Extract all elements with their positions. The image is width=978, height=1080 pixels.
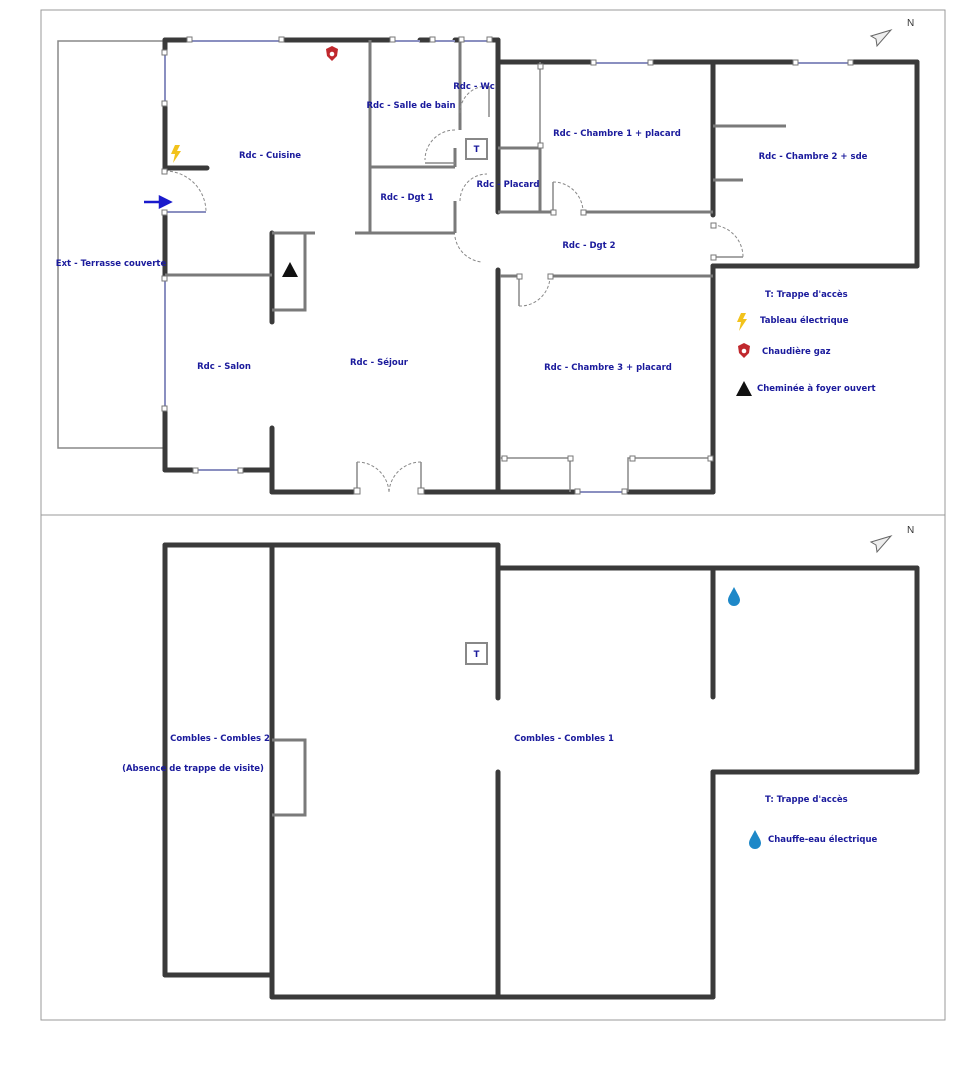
legend-gas-boiler: Chaudière gaz (762, 346, 831, 357)
legend-electric-panel: Tableau électrique (760, 315, 849, 326)
gas-boiler-icon (326, 46, 338, 61)
room-label-terrasse: Ext - Terrasse couverte (56, 259, 167, 269)
room-label-salle-de-bain: Rdc - Salle de bain (366, 101, 455, 111)
north-arrow-icon (869, 535, 893, 554)
room-label-combles1: Combles - Combles 1 (514, 734, 614, 744)
room-label-sejour: Rdc - Séjour (350, 357, 409, 368)
north-label: N (907, 525, 914, 536)
room-label-wc: Rdc - Wc (453, 82, 495, 92)
fireplace-icon (282, 262, 298, 277)
legend-fireplace: Cheminée à foyer ouvert (757, 383, 876, 394)
water-heater-icon (749, 830, 761, 849)
room-label-combles2: Combles - Combles 2 (170, 734, 270, 744)
water-heater-icon (728, 587, 740, 606)
room-label-chambre1: Rdc - Chambre 1 + placard (553, 129, 681, 139)
room-label-placard: Rdc - Placard (476, 180, 539, 190)
electric-panel-icon (171, 145, 181, 163)
electric-panel-icon (737, 313, 747, 331)
access-trap-marker: T (465, 138, 488, 160)
legend-trap: T: Trappe d'accès (765, 289, 848, 300)
svg-text:T: T (474, 650, 480, 660)
attic-panel (40, 514, 946, 1021)
room-label-salon: Rdc - Salon (197, 362, 251, 372)
room-label-combles2-note: (Absence de trappe de visite) (122, 764, 264, 774)
attic-walls (162, 542, 920, 1000)
svg-text:T: T (474, 145, 480, 155)
access-trap-marker: T (465, 642, 488, 665)
room-label-chambre3: Rdc - Chambre 3 + placard (544, 363, 672, 373)
legend-water-heater: Chauffe-eau électrique (768, 834, 878, 845)
fireplace-icon (736, 381, 752, 396)
gas-boiler-icon (738, 343, 750, 358)
room-label-cuisine: Rdc - Cuisine (239, 151, 301, 161)
north-label: N (907, 18, 914, 29)
room-label-dgt2: Rdc - Dgt 2 (562, 241, 615, 251)
ground-floor-walls (57, 36, 920, 495)
room-label-dgt1: Rdc - Dgt 1 (380, 193, 433, 203)
ground-floor-legend: T: Trappe d'accès Tableau électrique Cha… (736, 289, 876, 396)
entrance-arrow-icon (144, 194, 173, 210)
north-arrow-icon (869, 29, 893, 48)
attic-legend: T: Trappe d'accès Chauffe-eau électrique (749, 794, 878, 849)
room-label-chambre2: Rdc - Chambre 2 + sde (759, 152, 868, 162)
legend-trap: T: Trappe d'accès (765, 794, 848, 805)
